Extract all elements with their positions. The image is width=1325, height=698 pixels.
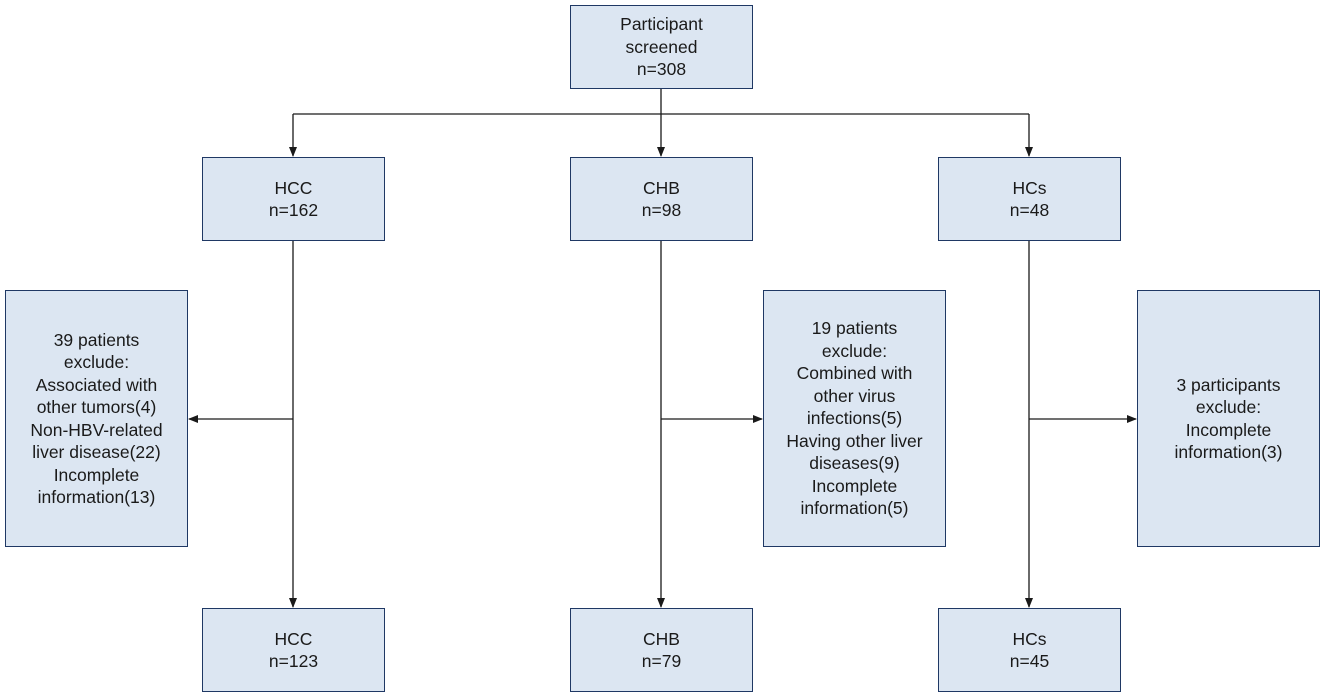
hcc-final-count: n=123 <box>268 651 319 671</box>
hcc-initial-label: HCC <box>274 177 313 198</box>
chb-exclusion-line-9: information(5) <box>800 498 909 519</box>
chb-final-box: CHB n=79 <box>570 608 753 692</box>
hcc-exclusion-line-7: Incomplete <box>53 464 140 485</box>
hcc-final-box: HCC n=123 <box>202 608 385 692</box>
hcc-exclusion-line-3: Associated with <box>35 374 158 395</box>
hcc-exclusion-line-6: liver disease(22) <box>32 442 161 462</box>
hcc-exclusion-box: 39 patients exclude: Associated with oth… <box>5 290 188 547</box>
hcs-initial-label: HCs <box>1012 177 1047 198</box>
chb-initial-label: CHB <box>643 177 680 198</box>
hcs-exclusion-line-3: Incomplete <box>1185 419 1272 440</box>
hcs-exclusion-line-1: 3 participants <box>1176 374 1281 395</box>
hcc-initial-count: n=162 <box>268 200 319 220</box>
chb-initial-box: CHB n=98 <box>570 157 753 241</box>
hcs-exclusion-line-2: exclude: <box>1195 397 1262 417</box>
chb-exclusion-line-6: Having other liver <box>786 430 923 451</box>
chb-exclusion-line-7: diseases(9) <box>809 453 900 474</box>
hcc-exclusion-line-4: other tumors(4) <box>36 397 157 417</box>
participants-screened-box: Participant screened n=308 <box>570 5 753 89</box>
screened-count: n=308 <box>636 59 687 80</box>
hcs-exclusion-box: 3 participants exclude: Incomplete infor… <box>1137 290 1320 547</box>
hcs-final-label: HCs <box>1012 628 1047 649</box>
hcs-initial-box: HCs n=48 <box>938 157 1121 241</box>
chb-exclusion-line-4: other virus <box>813 385 896 406</box>
chb-final-count: n=79 <box>641 651 682 671</box>
screened-line-2: screened <box>625 36 698 57</box>
hcs-final-count: n=45 <box>1009 651 1050 671</box>
chb-exclusion-box: 19 patients exclude: Combined with other… <box>763 290 946 547</box>
hcs-initial-count: n=48 <box>1009 200 1050 220</box>
hcs-exclusion-line-4: information(3) <box>1174 442 1283 462</box>
chb-exclusion-line-1: 19 patients <box>811 318 898 339</box>
hcc-initial-box: HCC n=162 <box>202 157 385 241</box>
hcc-final-label: HCC <box>274 628 313 649</box>
hcc-exclusion-line-8: information(13) <box>37 487 156 507</box>
chb-exclusion-line-5: infections(5) <box>806 408 903 429</box>
chb-final-label: CHB <box>643 628 680 649</box>
chb-exclusion-line-2: exclude: <box>821 340 888 361</box>
hcc-exclusion-line-2: exclude: <box>63 352 130 372</box>
hcs-final-box: HCs n=45 <box>938 608 1121 692</box>
chb-exclusion-line-3: Combined with <box>796 363 913 384</box>
hcc-exclusion-line-5: Non-HBV-related <box>30 419 163 440</box>
chb-exclusion-line-8: Incomplete <box>811 475 898 496</box>
hcc-exclusion-line-1: 39 patients <box>53 329 140 350</box>
chb-initial-count: n=98 <box>641 200 682 220</box>
screened-line-1: Participant <box>620 14 703 35</box>
